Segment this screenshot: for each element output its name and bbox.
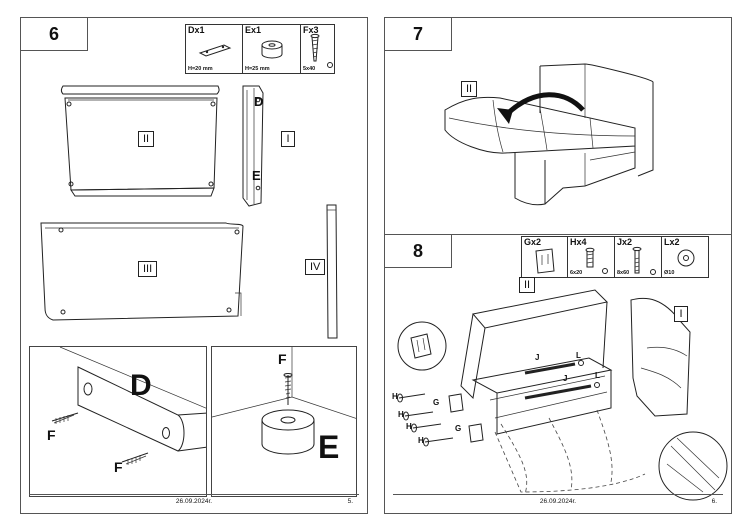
footer-date: 26.09.2024r. (539, 498, 577, 505)
footer-page-number: 5. (347, 498, 353, 505)
step-number-7: 7 (385, 18, 452, 51)
bracket-icon (535, 248, 555, 274)
round-leg-icon (261, 40, 283, 59)
part-e-title: Ex1 (245, 25, 262, 35)
bolt-label-j2: J (563, 374, 568, 383)
bracket-label-g1: G (433, 398, 440, 407)
part-label-iii: III (138, 261, 158, 277)
footer-date: 26.09.2024r. (175, 498, 213, 505)
step-number-6: 6 (21, 18, 88, 51)
page-footer-left: 26.09.2024r. 5. (29, 494, 359, 508)
bolt-icon (585, 247, 608, 274)
part-f-dim: 5x40 (303, 66, 316, 72)
part-d: Dx1 H=20 mm (185, 24, 243, 74)
parts-list-step-8: Gx2 Hx4 6x20 Jx2 8x60 (521, 236, 709, 278)
part-h-dim: 6x20 (570, 270, 583, 276)
sofa-assembly-drawing (397, 289, 728, 501)
step-divider (385, 234, 731, 235)
wooden-plank-icon (198, 44, 232, 57)
frame-parts-drawing (40, 85, 338, 339)
step-number-8: 8 (385, 235, 452, 268)
part-label-i: I (281, 131, 295, 147)
sofa-folding-drawing (444, 63, 654, 206)
part-j-title: Jx2 (617, 237, 633, 247)
plank-mounting-drawing (51, 347, 206, 465)
part-l-dim: Ø10 (664, 270, 675, 276)
part-d-title: Dx1 (188, 25, 205, 35)
footer-page-number: 6. (711, 498, 717, 505)
washer-label-l1: L (576, 351, 581, 360)
screw-icon (310, 33, 333, 68)
washer-icon (677, 249, 695, 267)
step8-part-label-ii: II (519, 277, 536, 293)
part-label-iv: IV (305, 259, 326, 275)
bolt-label-j1: J (535, 353, 540, 362)
instruction-page-right: 7 II 8 Gx2 Hx4 (384, 17, 732, 514)
long-bolt-icon (632, 246, 656, 275)
bolt-label-h2: H (398, 410, 404, 419)
parts-list-step-6: Dx1 H=20 mm Ex1 H=25 mm Fx3 (185, 24, 335, 74)
position-label-d: D (254, 94, 264, 109)
detail-d-panel: D F F (29, 346, 207, 497)
part-f: Fx3 5x40 (301, 24, 335, 74)
instruction-page-left: 6 Dx1 H=20 mm Ex1 H=25 mm Fx3 (20, 17, 368, 514)
part-f-title: Fx3 (303, 25, 319, 35)
detail-d-screw-label-2: F (114, 459, 123, 475)
part-l: Lx2 Ø10 (662, 236, 709, 278)
detail-e-panel: F E (211, 346, 357, 497)
part-j: Jx2 8x60 (615, 236, 662, 278)
part-label-ii: II (138, 131, 155, 147)
part-g-title: Gx2 (524, 237, 542, 247)
bolt-label-h4: H (418, 436, 424, 445)
washer-label-l2: L (595, 371, 600, 380)
part-e: Ex1 H=25 mm (243, 24, 301, 74)
bolt-label-h1: H (392, 392, 398, 401)
step7-part-label-ii: II (461, 81, 478, 97)
detail-e-letter: E (318, 429, 340, 465)
part-l-title: Lx2 (664, 237, 680, 247)
part-j-dim: 8x60 (617, 270, 630, 276)
step8-part-label-i: I (674, 306, 688, 322)
part-d-dim: H=20 mm (188, 66, 213, 72)
position-label-e: E (252, 168, 261, 183)
page-footer-right: 26.09.2024r. 6. (393, 494, 723, 508)
detail-d-screw-label-1: F (47, 427, 56, 443)
bracket-label-g2: G (455, 424, 462, 433)
leg-mounting-drawing (212, 347, 356, 455)
bolt-label-h3: H (406, 422, 412, 431)
part-h-title: Hx4 (570, 237, 587, 247)
detail-e-screw-label: F (278, 351, 287, 367)
part-h: Hx4 6x20 (568, 236, 615, 278)
part-g: Gx2 (521, 236, 568, 278)
detail-d-letter: D (130, 369, 152, 402)
part-e-dim: H=25 mm (245, 66, 270, 72)
